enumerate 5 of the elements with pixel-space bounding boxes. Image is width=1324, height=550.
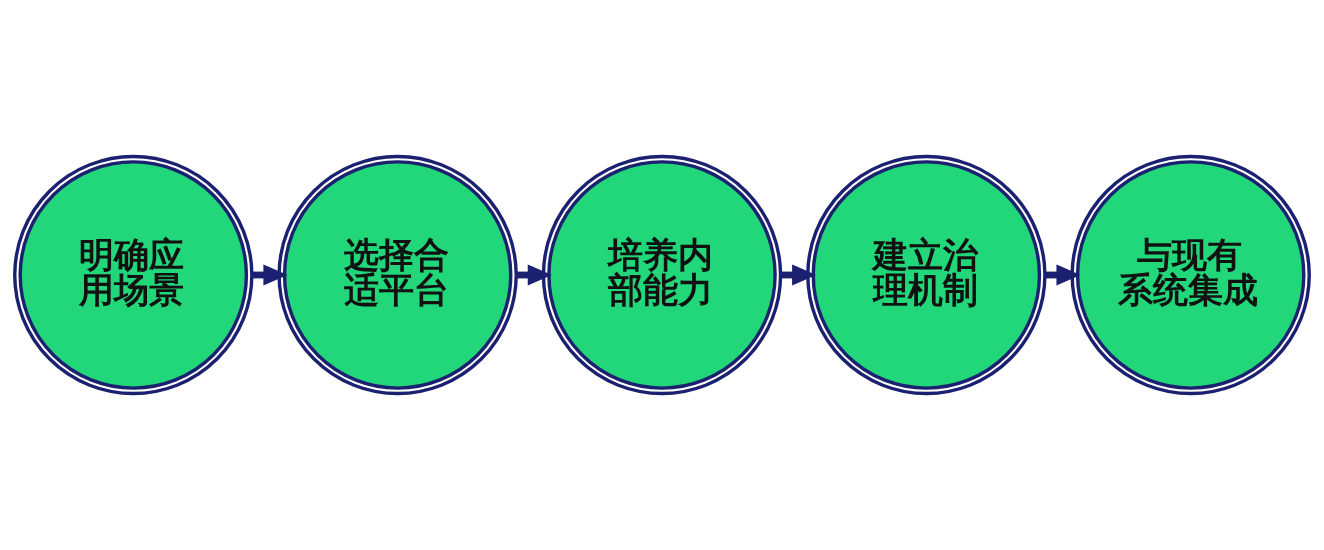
node-circle: 选择合适平台 [277, 154, 518, 396]
node-circle: 建立治理机制 [806, 154, 1047, 396]
node-circle: 培养内部能力 [541, 154, 783, 396]
node-circle: 与现有系统集成 [1070, 154, 1311, 396]
node-circle: 明确应用场景 [13, 154, 254, 396]
